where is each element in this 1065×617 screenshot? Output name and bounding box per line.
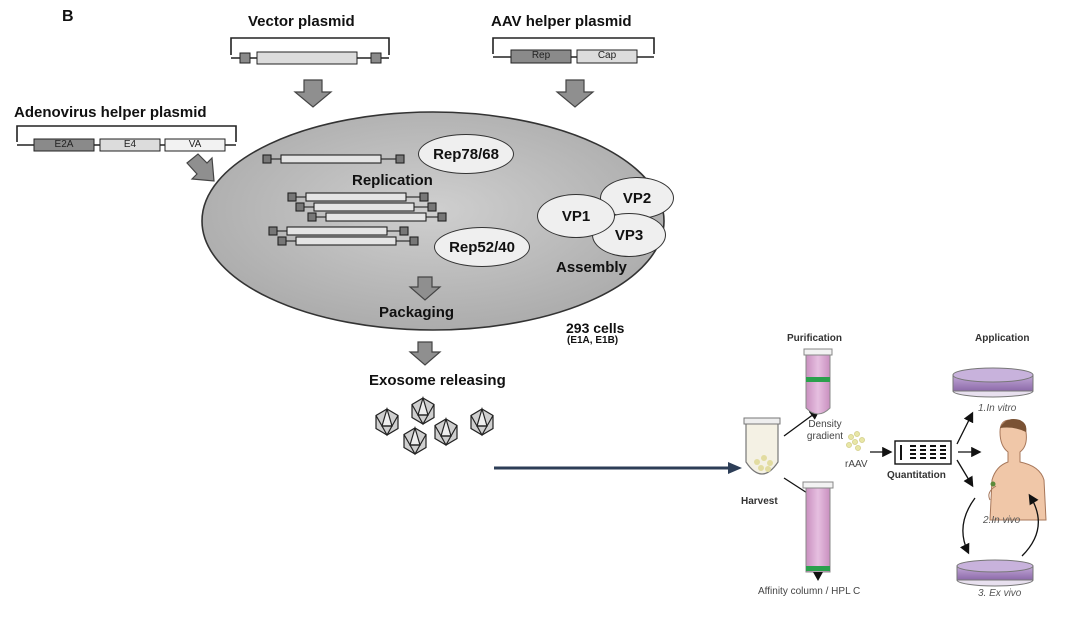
gene-label-rep: Rep	[531, 50, 551, 61]
rep78-label: Rep78/68	[433, 145, 499, 163]
vp1-ellipse: VP1	[537, 194, 615, 238]
aav-helper-plasmid-diagram	[492, 37, 655, 64]
adeno-helper-plasmid-diagram	[16, 125, 237, 152]
arrow-to-in-vitro	[956, 411, 974, 445]
application-header: Application	[975, 333, 1030, 344]
in-vivo-label: 2.In vivo	[983, 515, 1021, 526]
ex-vivo-label: 3. Ex vivo	[978, 588, 1022, 599]
cell-line-note: (E1A, E1B)	[567, 335, 619, 346]
arrow-to-density	[783, 409, 821, 437]
in-vitro-label: 1.In vitro	[978, 403, 1017, 414]
raav-label: rAAV	[845, 459, 868, 470]
loop-arrow-down	[959, 497, 976, 555]
block-arrow-aav	[555, 79, 595, 108]
vp3-label: VP3	[614, 226, 644, 244]
vector-plasmid-diagram	[230, 37, 390, 65]
rep52-ellipse: Rep52/40	[434, 227, 530, 267]
gene-label-e4: E4	[123, 139, 137, 150]
packaging-label: Packaging	[379, 304, 455, 321]
block-arrow-packaging	[408, 276, 442, 301]
dish-ex-vivo	[956, 559, 1034, 587]
block-arrow-adeno	[186, 153, 215, 182]
affinity-label: Affinity column / HPL C	[758, 586, 861, 597]
release-label: Exosome releasing	[369, 372, 506, 389]
panel-label: B	[62, 8, 74, 25]
replication-label: Replication	[352, 172, 433, 189]
virus-particles	[375, 395, 494, 456]
raav-dots	[846, 431, 865, 451]
gene-label-cap: Cap	[597, 50, 617, 61]
block-arrow-release	[408, 341, 442, 366]
density-gradient-label: Density gradient	[806, 419, 844, 442]
cell-line-label: 293 cells	[566, 320, 625, 336]
cell-ellipse	[201, 111, 665, 331]
connector-arrow	[494, 462, 742, 474]
aav-helper-plasmid-title: AAV helper plasmid	[491, 13, 632, 30]
gene-label-e2a: E2A	[54, 139, 74, 150]
vp1-label: VP1	[561, 207, 591, 225]
adeno-helper-plasmid-title: Adenovirus helper plasmid	[14, 104, 207, 121]
human-figure	[988, 419, 1047, 521]
block-arrow-vector	[293, 79, 333, 108]
quantitation-label: Quantitation	[887, 470, 946, 481]
quantitation-gel	[894, 440, 952, 465]
vector-plasmid-title: Vector plasmid	[248, 13, 355, 30]
loop-arrow-up	[1021, 493, 1039, 557]
affinity-tube	[802, 481, 834, 581]
assembly-label: Assembly	[556, 259, 627, 276]
arrow-to-ex-vivo	[956, 459, 974, 488]
harvest-tube	[743, 417, 781, 475]
purification-header: Purification	[787, 333, 843, 344]
vp2-label: VP2	[622, 189, 652, 207]
dish-in-vitro	[952, 367, 1034, 398]
replication-fragments	[262, 154, 447, 246]
rep52-label: Rep52/40	[449, 238, 515, 256]
density-tube	[803, 348, 833, 415]
gene-label-va: VA	[188, 139, 202, 150]
harvest-label: Harvest	[741, 496, 778, 507]
rep78-ellipse: Rep78/68	[418, 134, 514, 174]
